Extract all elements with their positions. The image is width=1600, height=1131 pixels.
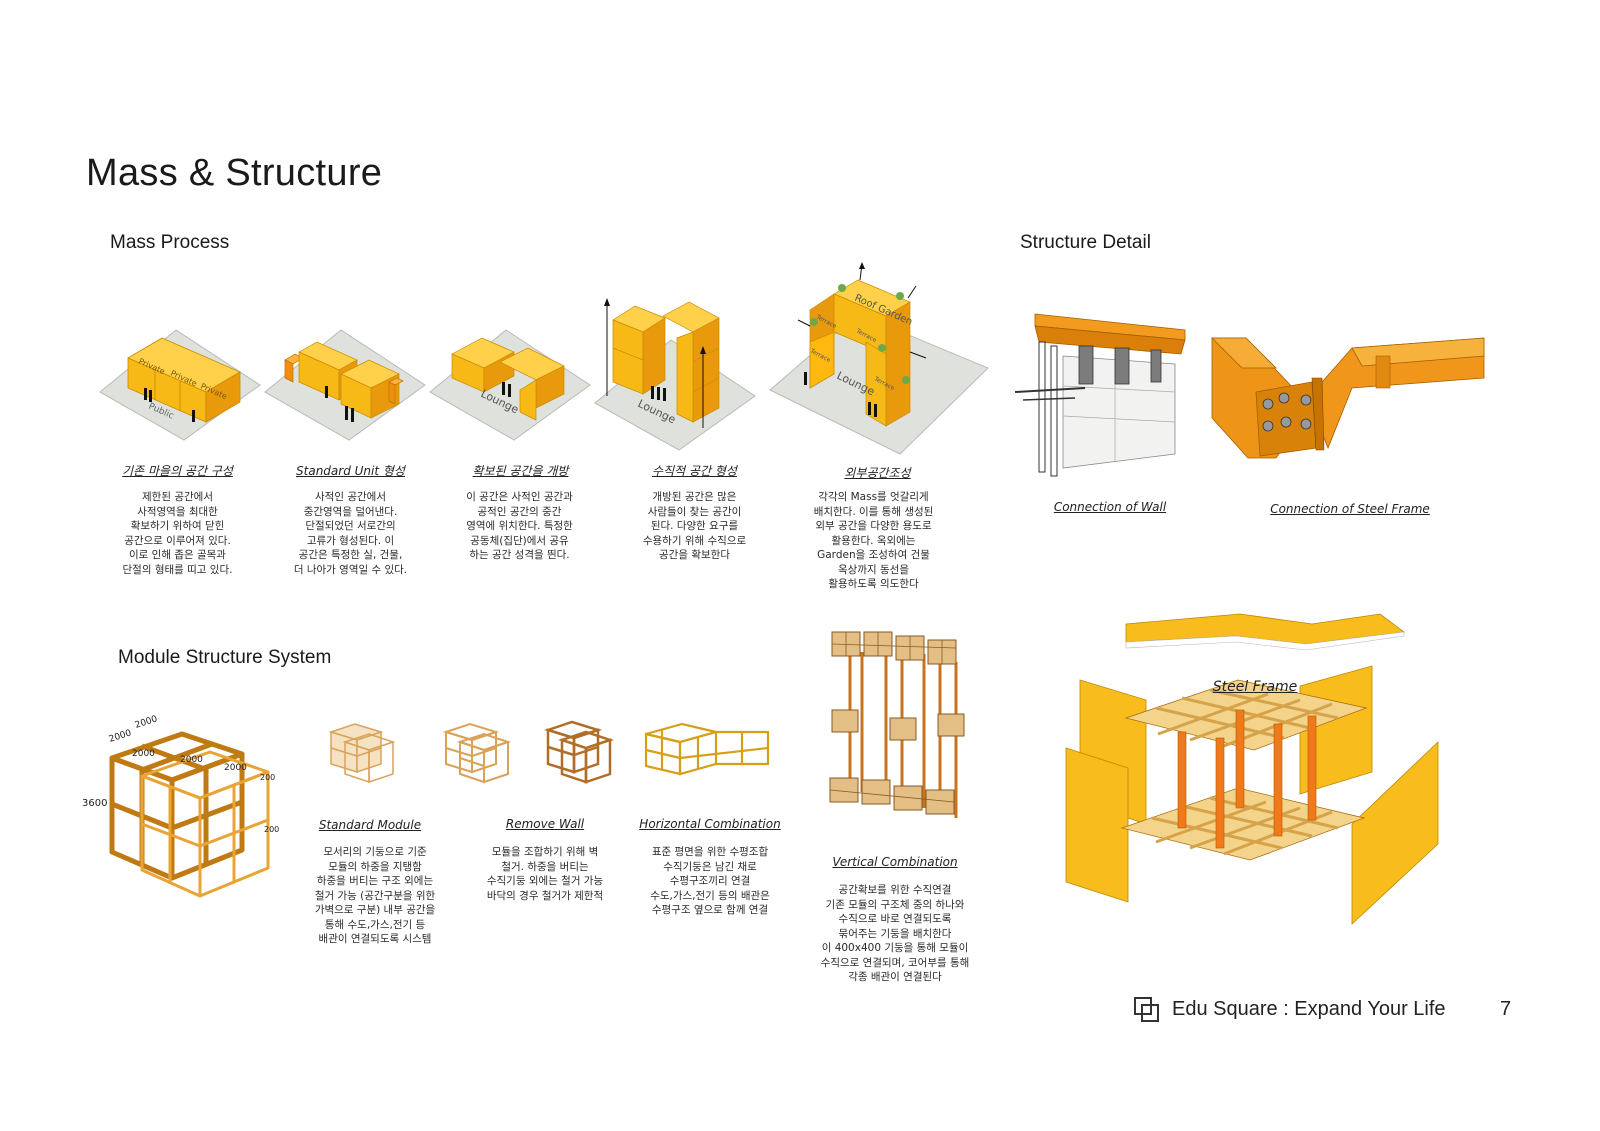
wall-connection-caption: Connection of Wall [1053,500,1167,514]
dim-label-3: 2000 [132,749,155,759]
mass-step5-text: 각각의 Mass를 엇갈리게 배치한다. 이를 통해 생성된 외부 공간을 다양… [813,491,934,590]
mass-step3-text: 이 공간은 사적인 공간과 공적인 공간의 중간 영역에 위치한다. 특정한 공… [466,491,573,561]
mass-step5-diagram: Roof Garden Terrace Terrace Terrace Terr… [769,262,989,455]
footer-page-number: 7 [1500,998,1512,1020]
mass-step1-diagram: Private Private Private Public [99,329,261,441]
mass-step3-diagram: Lounge [429,329,591,441]
dim-label-2: 2000 [134,714,159,731]
remove-wall-frame-diagram [543,720,614,784]
steel-frame-caption: Steel Frame [1212,679,1298,695]
mass-step4-text: 개방된 공간은 많은 사람들이 찾는 공간이 된다. 다양한 요구를 수용하기 … [642,491,747,561]
steel-frame-connection-diagram [1211,337,1485,459]
vertical-combination-diagram [829,631,965,818]
mass-step3-caption: 확보된 공간을 개방 [472,464,569,478]
mass-step1-text: 제한된 공간에서 사적영역을 최대한 확보하기 위하여 닫힌 공간으로 이루어져… [122,491,233,576]
horizontal-combination-text: 표준 평면을 위한 수평조합 수직기둥은 남긴 채로 수평구조끼리 연결 수도,… [650,846,770,916]
steel-frame-connection-caption: Connection of Steel Frame [1270,502,1430,516]
mass-step2-diagram [264,329,426,441]
mass-step2-text: 사적인 공간에서 중간영역을 덜어낸다. 단절되었던 서로간의 고류가 형성된다… [293,491,408,576]
horizontal-combination-diagram [644,722,770,776]
dim-label-4: 2000 [180,755,203,765]
mass-step2-caption: Standard Unit 형성 [296,464,405,478]
mass-step5-caption: 외부공간조성 [844,466,911,480]
overlapping-squares-icon [1134,997,1159,1022]
mass-step4-diagram: Lounge [594,298,756,451]
dim-label-height: 3600 [82,798,107,809]
standard-module-caption: Standard Module [318,818,422,832]
remove-wall-text: 모듈을 조합하기 위해 벽 철거. 하중을 버티는 수직기둥 외에는 철거 가능… [486,846,604,902]
vertical-combination-caption: Vertical Combination [832,855,958,869]
section-structure-detail: Structure Detail [1020,232,1151,253]
dim-label-5: 2000 [224,763,247,773]
dimensioned-module-diagram: 2000 2000 2000 2000 2000 3600 200 200 [82,714,279,898]
section-module-structure: Module Structure System [118,647,332,668]
remove-wall-caption: Remove Wall [505,817,585,831]
standard-module-text: 모서리의 기둥으로 기준 모듈의 하중을 지탱함 하중을 버티는 구조 외에는 … [314,846,436,945]
section-mass-process: Mass Process [110,232,230,253]
mass-step1-caption: 기존 마을의 공간 구성 [122,464,233,478]
dim-label-6: 200 [260,773,275,782]
horizontal-combination-caption: Horizontal Combination [639,817,781,831]
vertical-combination-text: 공간확보를 위한 수직연결 기존 모듈의 구조체 중의 하나와 수직으로 바로 … [820,884,970,983]
footer-project-name: Edu Square : Expand Your Life [1172,998,1446,1020]
mass-step4-caption: 수직적 공간 형성 [652,464,737,478]
dim-label-7: 200 [264,825,279,834]
wall-connection-diagram [1014,313,1186,477]
standard-module-diagram [328,723,396,784]
page-title: Mass & Structure [86,152,383,194]
remove-wall-module-diagram [442,722,512,784]
dim-label-1: 2000 [108,728,133,745]
steel-frame-exploded-diagram [1065,613,1439,925]
